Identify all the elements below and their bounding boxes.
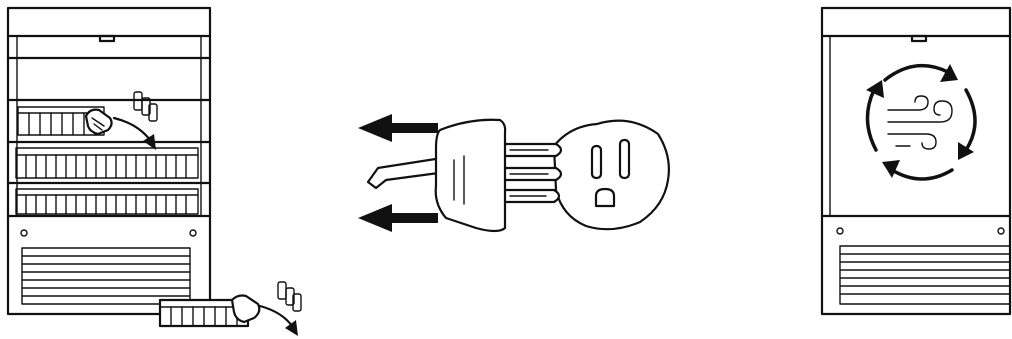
bottle-icon <box>277 281 302 312</box>
arrow-left-icon <box>358 204 438 232</box>
bottle-icon <box>133 91 158 122</box>
product-row <box>15 147 199 179</box>
cooler-with-drinks-icon <box>6 6 302 336</box>
wind-icon <box>887 95 953 150</box>
power-cord <box>366 156 448 190</box>
plug-body <box>434 118 507 233</box>
circular-arrows-icon <box>865 63 977 181</box>
product-row <box>15 188 199 215</box>
cooler-air-circulation-icon <box>820 6 1012 316</box>
wall-outlet <box>552 119 670 231</box>
hand-icon <box>230 294 261 324</box>
arrow-left-icon <box>358 114 438 142</box>
unplug-power-cord-icon <box>358 114 670 233</box>
vent-grille <box>839 245 1011 305</box>
plug-prongs <box>496 142 563 204</box>
vent-grille <box>21 247 191 305</box>
